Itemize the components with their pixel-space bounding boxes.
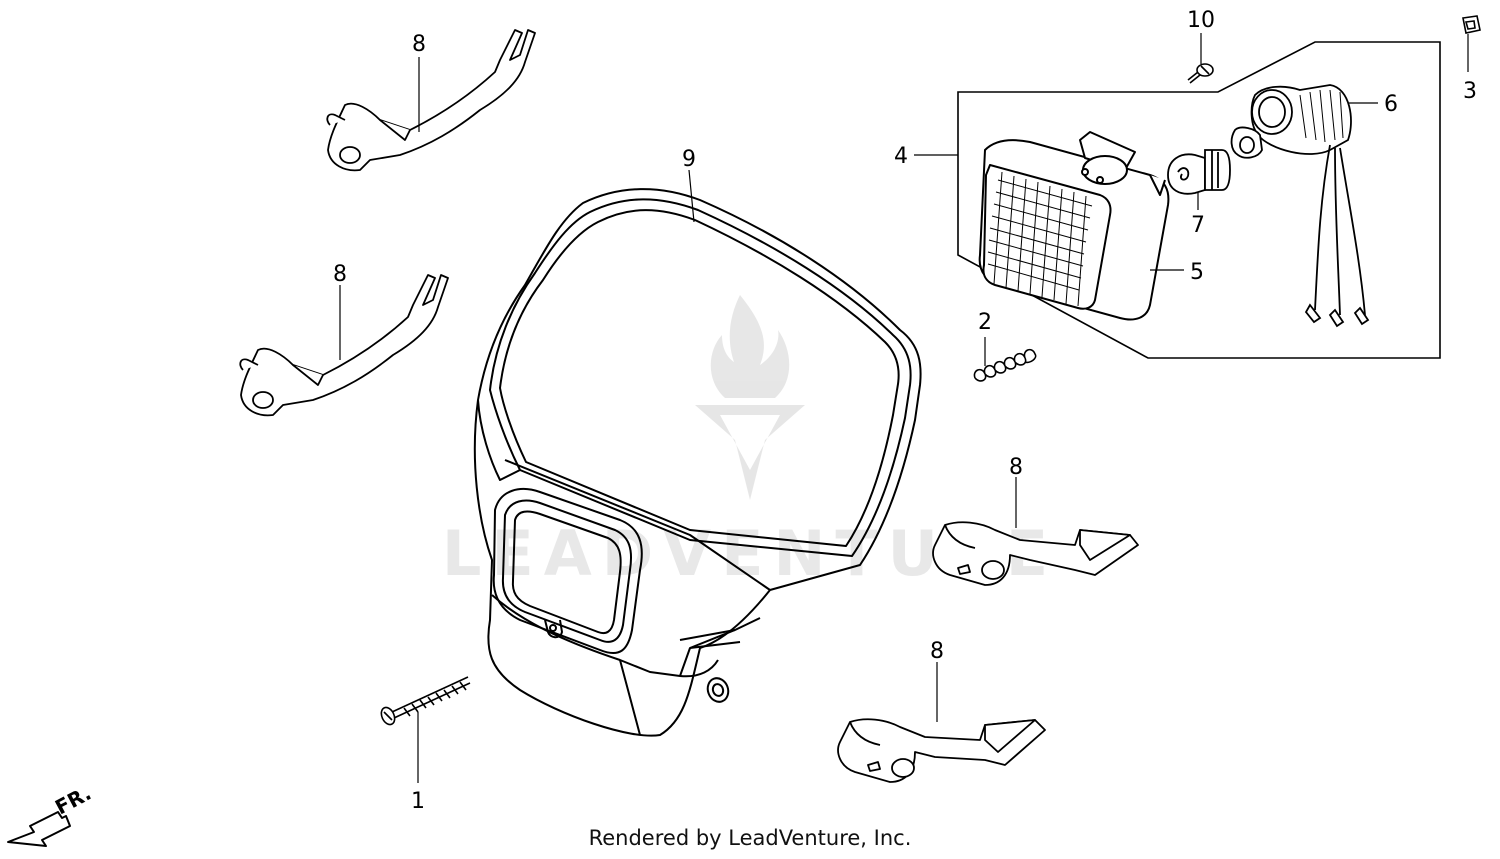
flame-logo-icon [710, 295, 790, 398]
nut [1462, 15, 1481, 34]
front-arrow-icon [7, 811, 71, 847]
mount-band-2 [239, 274, 449, 417]
callout-10: 10 [1187, 8, 1215, 33]
socket-texture [1299, 89, 1344, 143]
callout-8-top: 8 [412, 32, 426, 57]
footer-credit: Rendered by LeadVenture, Inc. [588, 826, 912, 850]
v-logo-icon [695, 405, 805, 500]
mount-band-4 [837, 718, 1046, 783]
callout-6: 6 [1384, 92, 1398, 117]
callout-5: 5 [1190, 260, 1204, 285]
socket-assembly [1230, 84, 1370, 328]
callout-8-right: 8 [1009, 455, 1023, 480]
callout-1: 1 [411, 789, 425, 814]
headlight-unit [978, 131, 1170, 321]
mount-band-3 [932, 521, 1139, 586]
callout-3: 3 [1463, 79, 1477, 104]
mount-band-1 [326, 29, 536, 172]
callout-8-bottom: 8 [930, 639, 944, 664]
spring [973, 348, 1037, 382]
callouts: 1 2 3 4 5 6 7 8 8 8 8 9 10 [333, 8, 1477, 814]
screw-small [1187, 63, 1214, 84]
callout-4: 4 [894, 144, 908, 169]
headlight-cover [473, 188, 922, 737]
callout-8-left: 8 [333, 262, 347, 287]
callout-2: 2 [978, 310, 992, 335]
bulb [1167, 149, 1231, 195]
lens-grid [987, 171, 1093, 307]
leader-lines [339, 33, 1469, 783]
screw-long [380, 676, 471, 726]
callout-9: 9 [682, 147, 696, 172]
callout-7: 7 [1191, 213, 1205, 238]
